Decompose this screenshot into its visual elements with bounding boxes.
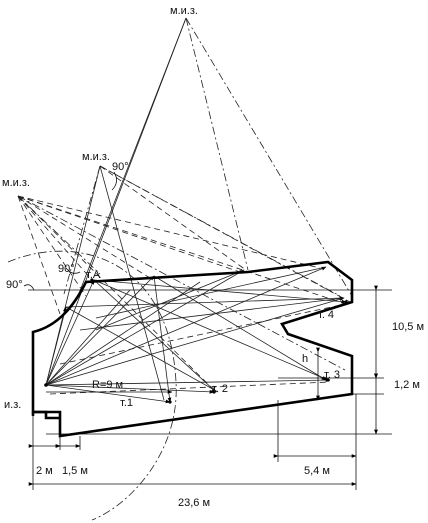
dim-1-2-label: 1,2 м [394, 379, 420, 391]
image-top-label: м.и.з. [170, 5, 198, 17]
image-left-label: м.и.з. [2, 177, 30, 189]
point-a-marker [90, 278, 94, 282]
point-markers [44, 278, 348, 404]
image-mid-label: м.и.з. [82, 151, 110, 163]
dim-10-5-label: 10,5 м [392, 321, 424, 333]
point-3-marker [326, 378, 330, 382]
dim-5-4-label: 5,4 м [304, 465, 330, 477]
point-2-marker [212, 390, 216, 394]
angle-mid-label: 90° [112, 161, 129, 173]
rays-left-image [17, 195, 347, 393]
angle-arc-mid [111, 171, 117, 191]
dim-23-6-label: 23,6 м [178, 497, 210, 509]
source-label: и.з. [4, 399, 21, 411]
radius-arc [7, 250, 177, 521]
source-marker [44, 383, 48, 387]
point-4-label: т. 4 [318, 309, 334, 321]
dashed-target-rays [49, 303, 347, 395]
angle-inner-label: 90° [58, 263, 75, 275]
reference-lines [28, 289, 392, 435]
dim-1-5-label: 1,5 м [62, 465, 88, 477]
point-3-label: т. 3 [324, 369, 340, 381]
point-a-label: т.А [86, 269, 101, 281]
angle-arc-inner [65, 267, 81, 274]
point-1-label: т.1 [120, 397, 133, 409]
point-2-label: т. 2 [212, 383, 228, 395]
angle-arc-left [23, 284, 35, 291]
angle-left-label: 90° [6, 279, 23, 291]
rays-from-source [45, 266, 347, 404]
hall-contour [31, 260, 354, 438]
hall-front-step [33, 410, 60, 420]
height-label: h [302, 353, 308, 365]
dimension-lines [28, 285, 378, 490]
rays-top-image [45, 17, 187, 386]
point-1-marker [168, 400, 172, 404]
point-4-marker [344, 300, 348, 304]
radius-label: R=9 м [92, 379, 123, 391]
dim-2-label: 2 м [36, 465, 53, 477]
image-construction-lines [17, 17, 353, 371]
